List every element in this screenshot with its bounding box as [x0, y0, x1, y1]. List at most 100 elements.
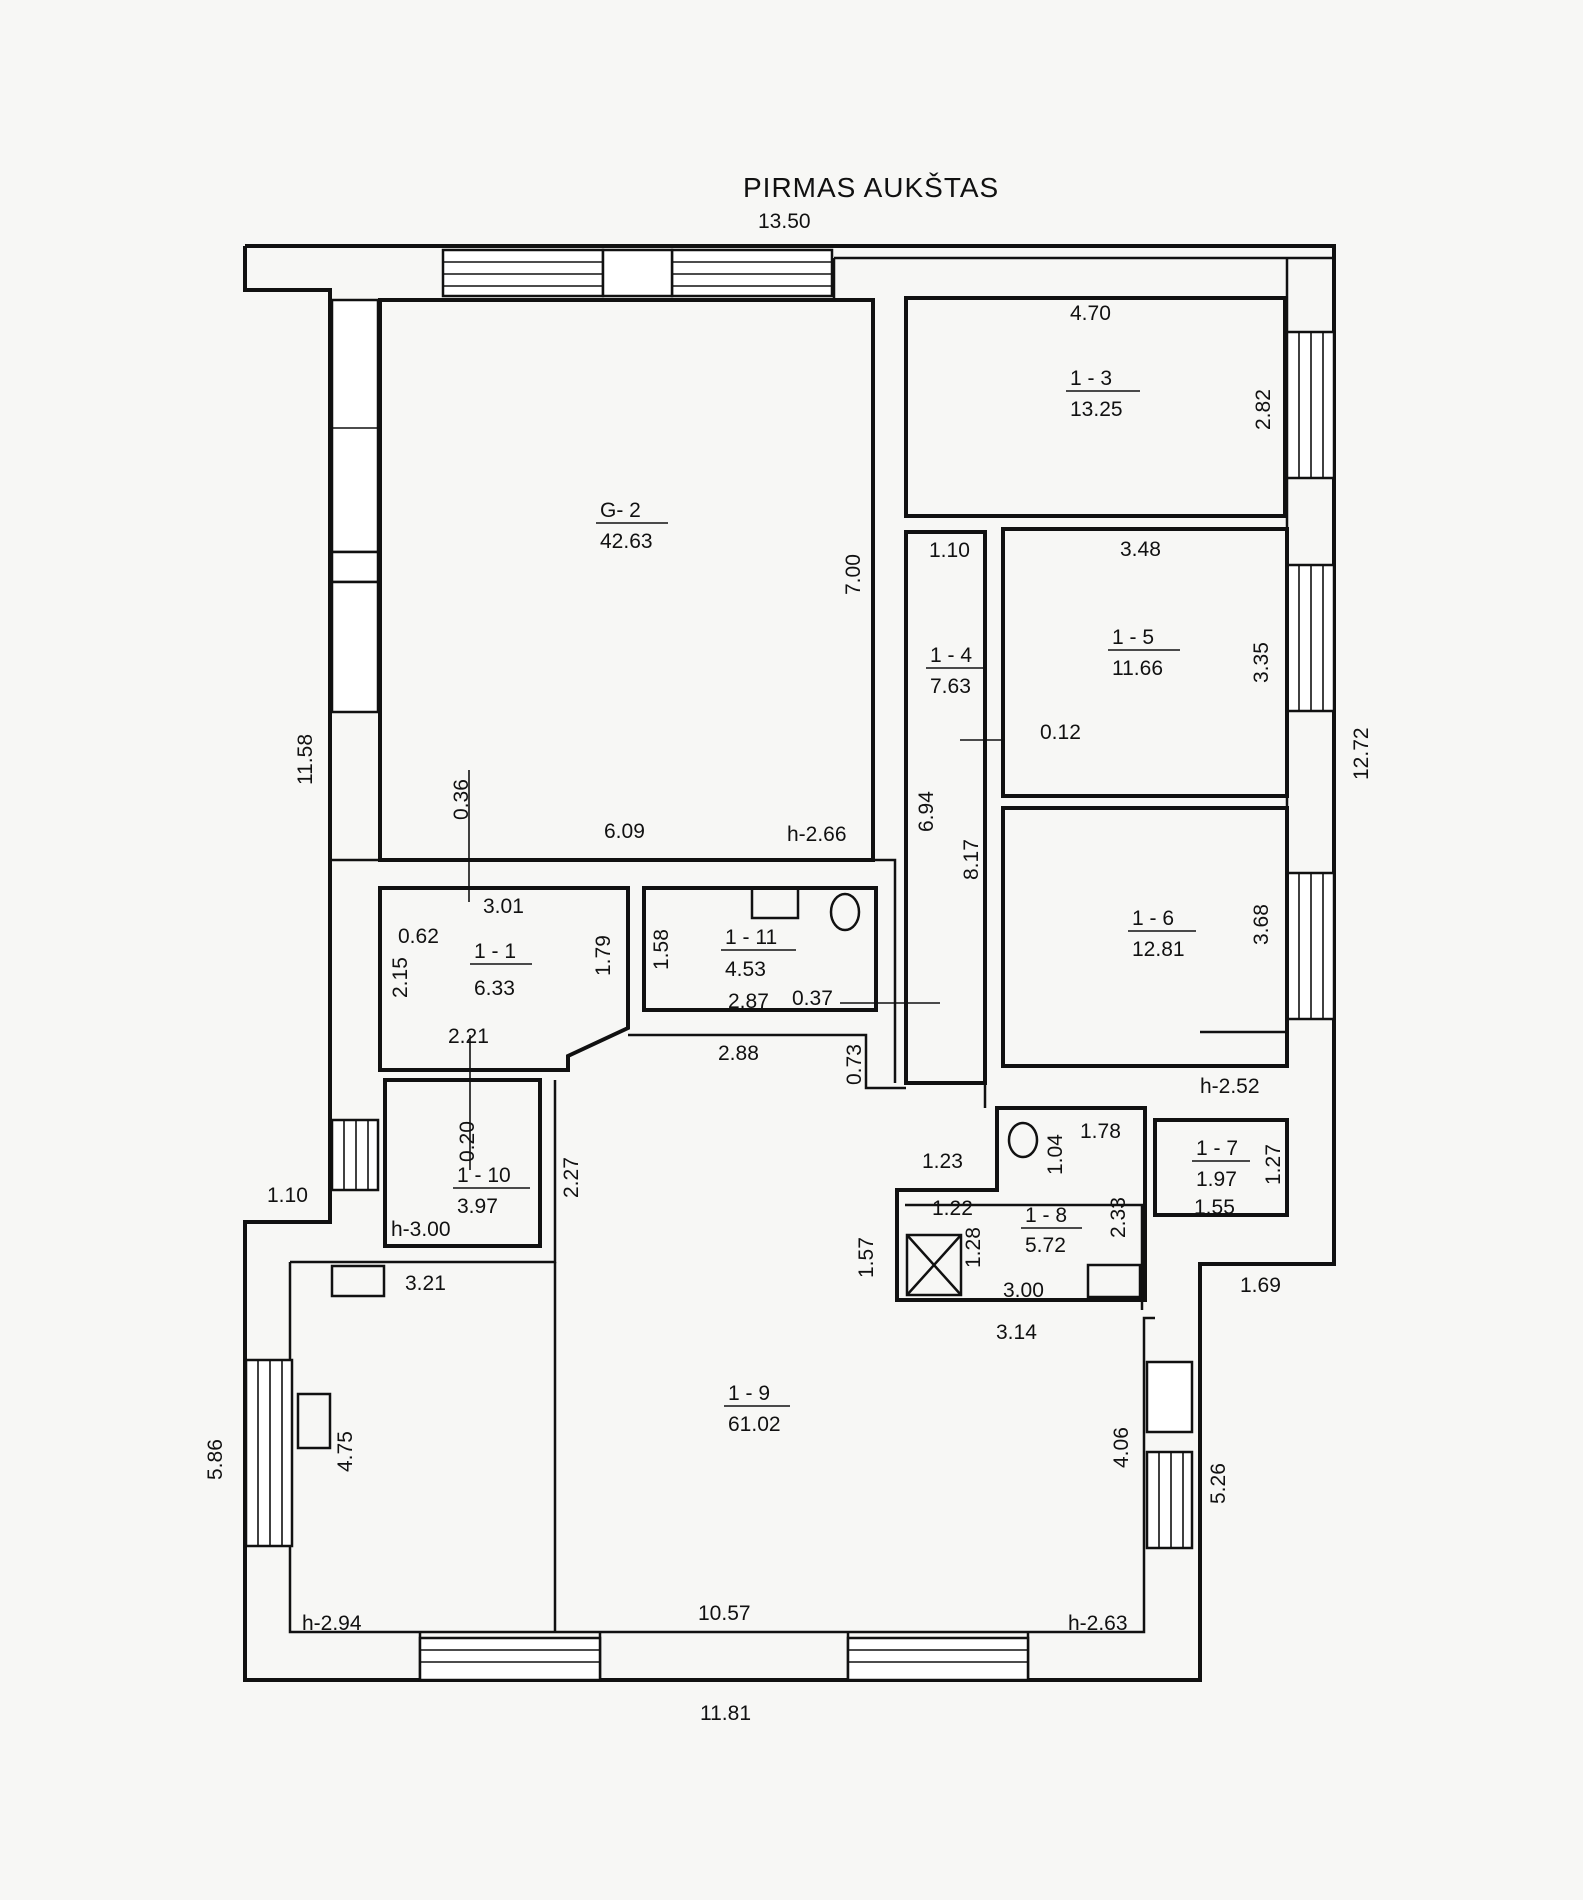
dim-label: 6.94: [915, 791, 938, 832]
dim-label: 2.82: [1252, 389, 1275, 430]
room-1-4: 1 - 4 7.63: [926, 644, 985, 698]
room-1-7: 1 - 7 1.97: [1192, 1137, 1250, 1191]
windows-top: [441, 248, 834, 298]
dim-label: 6.09: [604, 820, 645, 843]
dim-label: 0.12: [1040, 721, 1081, 744]
toilet-icon: [829, 892, 861, 932]
dim-label: 5.86: [204, 1439, 227, 1480]
dim-label: 1.10: [267, 1184, 308, 1207]
dim-label: 3.48: [1120, 538, 1161, 561]
boiler-icon: [330, 1264, 386, 1298]
svg-text:1 - 3: 1 - 3: [1070, 367, 1112, 390]
dim-label: 1.27: [1262, 1144, 1285, 1185]
svg-text:1 - 10: 1 - 10: [457, 1164, 511, 1187]
dim-label: 4.06: [1110, 1427, 1133, 1468]
room-1-8: 1 - 8 5.72: [1021, 1204, 1082, 1257]
room-1-6: 1 - 6 12.81: [1128, 907, 1196, 961]
dim-label: 1.23: [922, 1150, 963, 1173]
dim-label: 0.37: [792, 987, 833, 1010]
svg-text:1.97: 1.97: [1196, 1168, 1237, 1191]
dim-label: 5.26: [1207, 1463, 1230, 1504]
dim-label: 2.21: [448, 1025, 489, 1048]
dim-label: h-2.94: [302, 1612, 362, 1635]
dim-label: 1.28: [962, 1227, 985, 1268]
dim-label: 3.35: [1250, 642, 1273, 683]
dim-label: 2.27: [560, 1157, 583, 1198]
dim-label: 0.73: [843, 1044, 866, 1085]
svg-text:1 - 11: 1 - 11: [725, 926, 777, 949]
plan-title: PIRMAS AUKŠTAS: [743, 172, 999, 203]
svg-text:1 - 5: 1 - 5: [1112, 626, 1154, 649]
svg-text:6.33: 6.33: [474, 977, 515, 1000]
svg-text:11.66: 11.66: [1112, 657, 1163, 680]
dim-label: 2.15: [389, 957, 412, 998]
svg-text:13.25: 13.25: [1070, 398, 1123, 421]
dim-label: h-2.52: [1200, 1075, 1260, 1098]
dim-label: 3.00: [1003, 1279, 1044, 1302]
toilet-icon: [1007, 1121, 1039, 1159]
dim-label: 11.81: [700, 1702, 751, 1725]
dim-label: 3.01: [483, 895, 524, 918]
svg-text:5.72: 5.72: [1025, 1234, 1066, 1257]
dim-label: 1.58: [650, 929, 673, 970]
dim-label: 2.88: [718, 1042, 759, 1065]
dim-label: 1.55: [1194, 1196, 1235, 1219]
dimension-markers: [468, 739, 1005, 1170]
dim-label: 1.22: [932, 1197, 973, 1220]
dim-label: 0.36: [450, 779, 473, 820]
svg-text:4.53: 4.53: [725, 958, 766, 981]
dim-label: h-2.63: [1068, 1612, 1128, 1635]
svg-text:G- 2: G- 2: [600, 499, 641, 522]
interior-walls: [290, 296, 1289, 1632]
sink-icon: [296, 1392, 332, 1450]
dim-label: 1.04: [1044, 1134, 1067, 1175]
dim-label: 2.33: [1107, 1197, 1130, 1238]
dim-label: 3.21: [405, 1272, 446, 1295]
dim-label: 3.68: [1250, 904, 1273, 945]
room-1-9: 1 - 9 61.02: [724, 1382, 790, 1436]
dim-label: 13.50: [758, 210, 811, 233]
dim-label: 1.10: [929, 539, 970, 562]
dim-label: 12.72: [1350, 727, 1373, 780]
dim-label: 1.69: [1240, 1274, 1281, 1297]
dim-label: 4.70: [1070, 302, 1111, 325]
dim-label: 1.78: [1080, 1120, 1121, 1143]
svg-text:1 - 9: 1 - 9: [728, 1382, 770, 1405]
windows-left: [244, 298, 380, 1548]
svg-text:1 - 8: 1 - 8: [1025, 1204, 1067, 1227]
svg-text:3.97: 3.97: [457, 1195, 498, 1218]
dim-label: 1.79: [592, 935, 615, 976]
windows-right: [1145, 330, 1336, 1550]
svg-text:61.02: 61.02: [728, 1413, 781, 1436]
room-1-10: 1 - 10 3.97: [453, 1164, 530, 1218]
svg-text:1 - 7: 1 - 7: [1196, 1137, 1238, 1160]
dim-label: 4.75: [334, 1431, 357, 1472]
room-1-1: 1 - 1 6.33: [470, 940, 532, 1000]
room-1-3: 1 - 3 13.25: [1066, 367, 1140, 421]
room-1-5: 1 - 5 11.66: [1108, 626, 1180, 680]
dim-label: 11.58: [294, 734, 317, 785]
dim-label: 2.87: [728, 990, 769, 1013]
dim-label: 10.57: [698, 1602, 751, 1625]
svg-text:1 - 4: 1 - 4: [930, 644, 972, 667]
dim-label: 7.00: [842, 554, 865, 595]
dim-label: 0.62: [398, 925, 439, 948]
dim-label: 3.14: [996, 1321, 1037, 1344]
room-labels: G- 2 42.63 1 - 3 13.25 1 - 4 7.63 1 - 5 …: [453, 367, 1250, 1436]
svg-text:12.81: 12.81: [1132, 938, 1185, 961]
windows-bottom: [418, 1636, 1030, 1682]
room-g2: G- 2 42.63: [596, 499, 668, 553]
dim-label: h-2.66: [787, 823, 847, 846]
svg-text:1 - 1: 1 - 1: [474, 940, 516, 963]
svg-text:42.63: 42.63: [600, 530, 653, 553]
dim-label: 8.17: [960, 839, 983, 880]
svg-text:7.63: 7.63: [930, 675, 971, 698]
svg-text:1 - 6: 1 - 6: [1132, 907, 1174, 930]
dimension-labels: 13.50 4.70 2.82 7.00 11.58 6.09 h-2.66 0…: [204, 210, 1373, 1725]
fixtures: [296, 886, 1142, 1450]
dim-label: 1.57: [855, 1237, 878, 1278]
dim-label: 0.20: [456, 1121, 479, 1162]
room-1-11: 1 - 11 4.53: [721, 926, 796, 981]
dim-label: h-3.00: [391, 1218, 451, 1241]
